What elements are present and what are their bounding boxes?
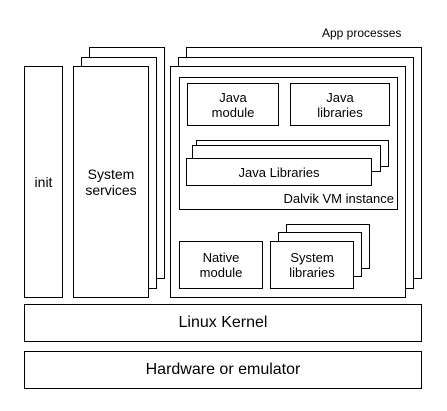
- hardware-label: Hardware or emulator: [145, 361, 301, 378]
- java-module-box: Java module: [187, 83, 279, 126]
- linux-kernel-box: Linux Kernel: [24, 304, 422, 342]
- dalvik-vm-label: Dalvik VM instance: [283, 191, 394, 206]
- app-processes-label: App processes: [322, 26, 402, 40]
- java-module-label: Java module: [211, 89, 255, 120]
- java-libraries-label: Java libraries: [317, 89, 363, 120]
- native-module-label: Native module: [199, 250, 243, 280]
- java-libraries-box: Java libraries: [290, 83, 390, 126]
- java-libraries-stack-box: Java Libraries: [186, 158, 372, 186]
- native-module-box: Native module: [179, 241, 263, 289]
- system-libraries-label: System libraries: [289, 250, 335, 280]
- java-libraries-stack-label: Java Libraries: [238, 164, 320, 180]
- system-libraries-box: System libraries: [270, 241, 354, 289]
- init-label: init: [34, 174, 53, 190]
- init-box: init: [24, 66, 63, 298]
- linux-kernel-label: Linux Kernel: [178, 314, 268, 331]
- hardware-box: Hardware or emulator: [24, 351, 422, 389]
- system-services-box: System services: [73, 66, 149, 298]
- system-services-label: System services: [85, 166, 137, 198]
